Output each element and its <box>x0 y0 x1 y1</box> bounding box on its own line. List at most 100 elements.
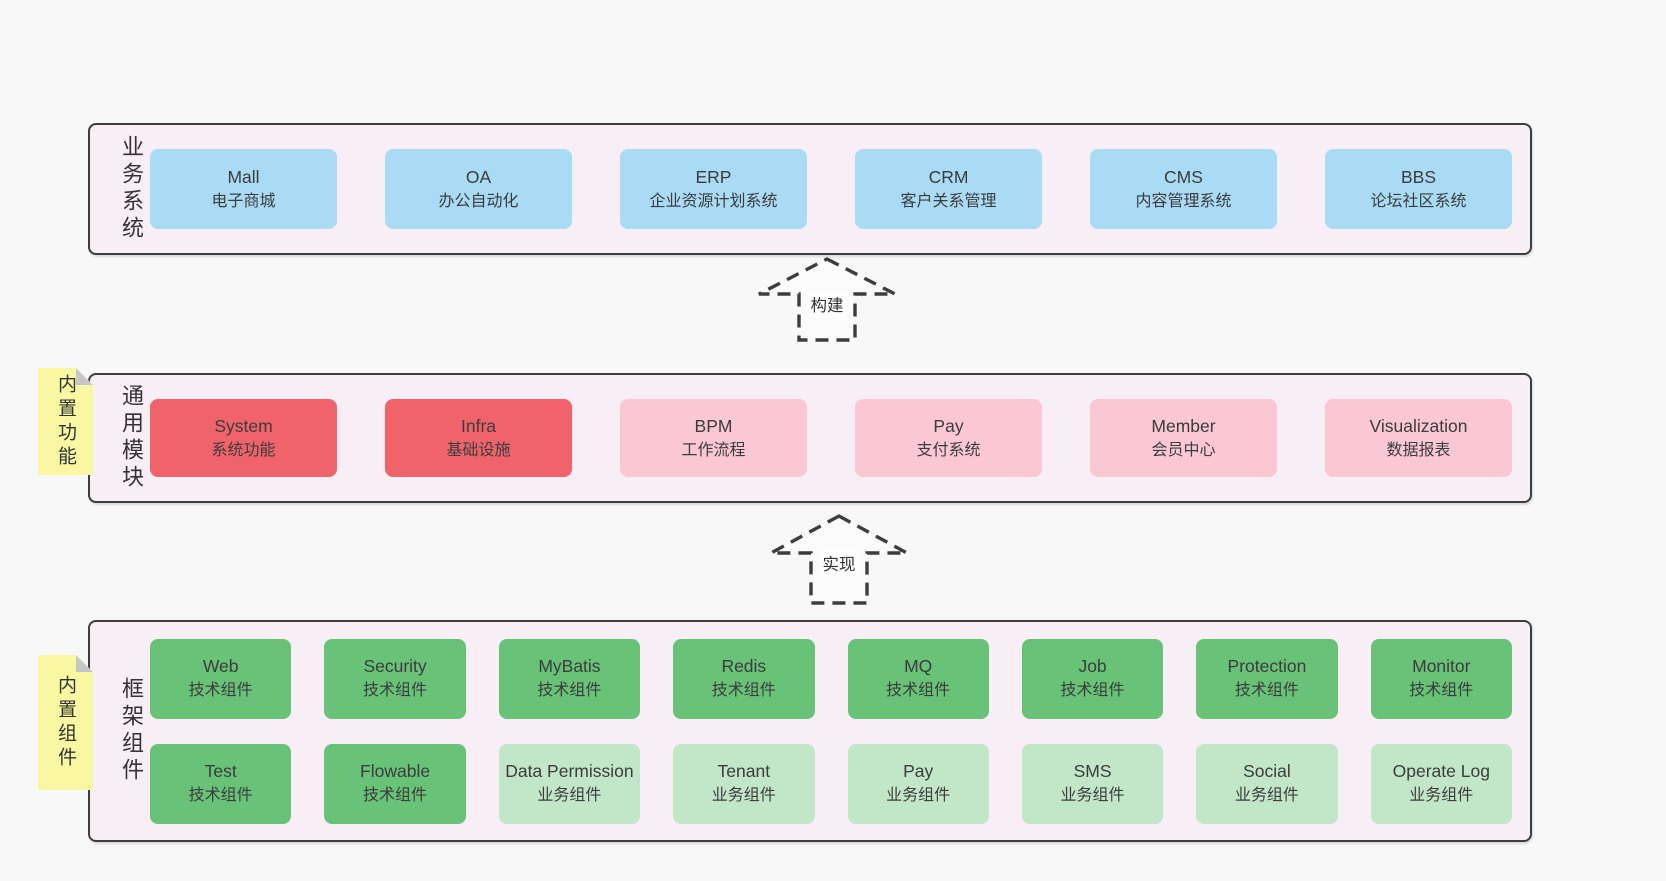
box-subtitle: 客户关系管理 <box>900 192 997 210</box>
box-subtitle: 技术组件 <box>1409 682 1474 700</box>
box-subtitle: 技术组件 <box>1060 682 1125 700</box>
box-crm: CRM 客户关系管理 <box>855 149 1042 229</box>
box-title: ERP <box>695 166 732 187</box>
box-protection: Protection 技术组件 <box>1196 638 1338 719</box>
tag-builtin-components: 内置组件 <box>38 655 93 790</box>
box-title: Operate Log <box>1392 761 1490 782</box>
box-title: OA <box>465 166 492 187</box>
box-mq: MQ 技术组件 <box>847 638 989 719</box>
box-redis: Redis 技术组件 <box>673 638 815 719</box>
box-title: Test <box>204 761 237 782</box>
box-title: Data Permission <box>505 761 634 782</box>
box-subtitle: 技术组件 <box>537 682 602 700</box>
box-subtitle: 技术组件 <box>363 787 428 805</box>
box-title: Flowable <box>360 761 431 782</box>
box-subtitle: 技术组件 <box>886 682 951 700</box>
box-mall: Mall 电子商城 <box>150 149 337 229</box>
box-subtitle: 技术组件 <box>1234 682 1299 700</box>
box-subtitle: 电子商城 <box>211 192 276 210</box>
box-pay: Pay 支付系统 <box>855 399 1042 477</box>
box-job: Job 技术组件 <box>1021 638 1164 719</box>
box-subtitle: 内容管理系统 <box>1135 192 1232 210</box>
box-tenant: Tenant 业务组件 <box>673 743 815 824</box>
panel-label-framework-components: 框架组件 <box>119 677 144 785</box>
box-title: System <box>214 415 273 436</box>
box-oa: OA 办公自动化 <box>385 149 572 229</box>
box-subtitle: 工作流程 <box>681 441 746 459</box>
box-title: Protection <box>1227 656 1307 677</box>
box-subtitle: 论坛社区系统 <box>1370 192 1467 210</box>
box-title: MyBatis <box>538 656 601 677</box>
box-title: SMS <box>1073 761 1112 782</box>
arrow-build: 构建 <box>756 256 898 343</box>
box-title: Job <box>1078 656 1107 677</box>
box-title: BBS <box>1400 166 1437 187</box>
box-social: Social 业务组件 <box>1196 743 1338 824</box>
box-title: CRM <box>928 166 969 187</box>
box-data-permission: Data Permission 业务组件 <box>498 743 641 824</box>
box-title: CMS <box>1164 166 1203 187</box>
box-subtitle: 系统功能 <box>211 441 276 459</box>
box-subtitle: 业务组件 <box>537 787 602 805</box>
box-title: Visualization <box>1369 415 1468 436</box>
box-subtitle: 业务组件 <box>886 787 951 805</box>
box-pay: Pay 业务组件 <box>847 743 989 824</box>
box-web: Web 技术组件 <box>150 638 292 719</box>
arrow-build-label: 构建 <box>807 290 847 317</box>
box-bpm: BPM 工作流程 <box>620 399 807 477</box>
box-subtitle: 企业资源计划系统 <box>649 192 778 210</box>
box-erp: ERP 企业资源计划系统 <box>620 149 807 229</box>
box-title: Member <box>1151 415 1216 436</box>
panel-business-systems: 业务系统 Mall 电子商城 OA 办公自动化 ERP 企业资源计划系统 CRM 客户关系管理… <box>88 123 1532 255</box>
box-security: Security 技术组件 <box>324 638 466 719</box>
box-operate-log: Operate Log 业务组件 <box>1370 743 1512 824</box>
panel-label-common-modules: 通用模块 <box>119 384 144 492</box>
tag-builtin-components-label: 内置组件 <box>55 674 76 771</box>
box-title: Tenant <box>717 761 771 782</box>
box-title: BPM <box>694 415 733 436</box>
panel-common-modules: 通用模块 System 系统功能 Infra 基础设施 BPM 工作流程 Pay 支付系统 Me… <box>88 373 1532 503</box>
box-title: Monitor <box>1412 656 1471 677</box>
box-title: Social <box>1243 761 1291 782</box>
arrow-implement: 实现 <box>768 513 910 606</box>
box-flowable: Flowable 技术组件 <box>324 743 466 824</box>
box-subtitle: 技术组件 <box>711 682 776 700</box>
box-subtitle: 支付系统 <box>916 441 981 459</box>
box-title: Pay <box>933 415 964 436</box>
box-subtitle: 业务组件 <box>1409 787 1474 805</box>
box-system: System 系统功能 <box>150 399 337 477</box>
box-subtitle: 技术组件 <box>363 682 428 700</box>
box-subtitle: 业务组件 <box>711 787 776 805</box>
box-title: Redis <box>721 656 767 677</box>
box-title: Web <box>202 656 239 677</box>
box-subtitle: 业务组件 <box>1060 787 1125 805</box>
box-bbs: BBS 论坛社区系统 <box>1325 149 1512 229</box>
box-sms: SMS 业务组件 <box>1021 743 1164 824</box>
box-subtitle: 业务组件 <box>1234 787 1299 805</box>
box-subtitle: 数据报表 <box>1386 441 1451 459</box>
box-monitor: Monitor 技术组件 <box>1370 638 1512 719</box>
box-visualization: Visualization 数据报表 <box>1325 399 1512 477</box>
arrow-implement-label: 实现 <box>819 550 859 577</box>
box-title: MQ <box>904 656 933 677</box>
box-infra: Infra 基础设施 <box>385 399 572 477</box>
box-subtitle: 技术组件 <box>188 682 253 700</box>
box-title: Mall <box>227 166 260 187</box>
tag-builtin-features: 内置功能 <box>38 368 93 475</box>
business-systems-grid: Mall 电子商城 OA 办公自动化 ERP 企业资源计划系统 CRM 客户关系管理 CMS 内容… <box>150 149 1512 229</box>
box-title: Security <box>363 656 427 677</box>
box-title: Pay <box>903 761 934 782</box>
box-title: Infra <box>460 415 497 436</box>
panel-label-business-systems: 业务系统 <box>119 135 144 243</box>
box-mybatis: MyBatis 技术组件 <box>498 638 641 719</box>
tag-builtin-features-label: 内置功能 <box>55 373 76 470</box>
box-subtitle: 办公自动化 <box>438 192 519 210</box>
box-subtitle: 基础设施 <box>446 441 511 459</box>
box-cms: CMS 内容管理系统 <box>1090 149 1277 229</box>
